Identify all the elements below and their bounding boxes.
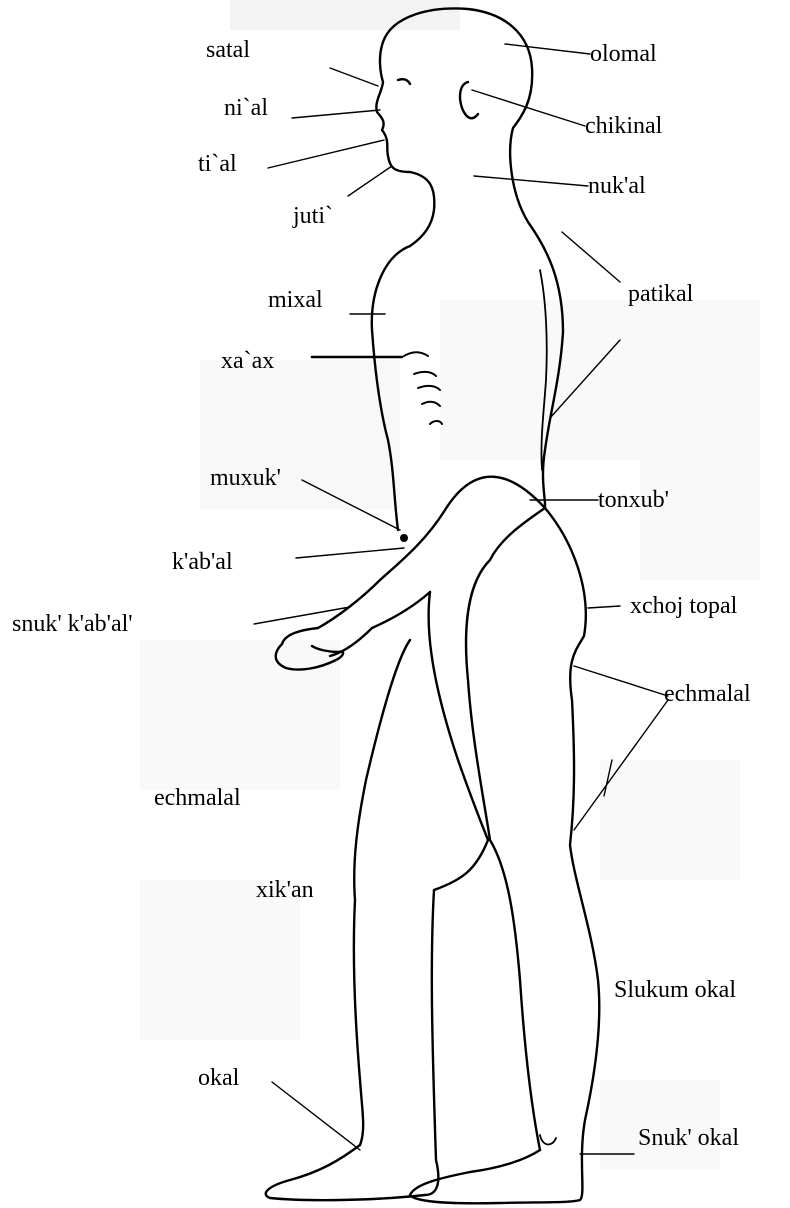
- label-olomal: olomal: [590, 42, 657, 66]
- label-patikal: patikal: [628, 282, 693, 306]
- label-mixal: mixal: [268, 288, 323, 312]
- label-slukum-okal: Slukum okal: [614, 978, 736, 1002]
- ear-outline: [460, 82, 478, 118]
- label-tial: ti`al: [198, 152, 237, 176]
- label-kabal: k'ab'al: [172, 550, 233, 574]
- ankle-mark: [540, 1135, 556, 1144]
- label-tonxub: tonxub': [598, 488, 669, 512]
- label-echmalal-left: echmalal: [154, 786, 241, 810]
- label-xchoj-topal: xchoj topal: [630, 594, 737, 618]
- eye-mark: [398, 79, 410, 84]
- rib-marks: [404, 352, 442, 424]
- front-foot-outline: [266, 1145, 425, 1200]
- label-nukal: nuk'al: [588, 174, 646, 198]
- face-profile-outline: [376, 42, 434, 246]
- rear-leg-front-outline: [466, 508, 545, 1150]
- front-leg-back-outline: [354, 640, 410, 1145]
- navel-mark: [400, 534, 408, 542]
- label-xaax: xa`ax: [221, 349, 274, 373]
- label-okal: okal: [198, 1066, 239, 1090]
- rear-leg-back-outline: [545, 508, 599, 1200]
- label-echmalal-right: echmalal: [664, 682, 751, 706]
- label-satal: satal: [206, 38, 250, 62]
- arm-lower-outline: [330, 592, 430, 656]
- label-xikan: xik'an: [256, 878, 314, 902]
- front-leg-outline: [425, 592, 488, 1195]
- label-muxuk: muxuk': [210, 466, 281, 490]
- label-snuk-okal: Snuk' okal: [638, 1126, 739, 1150]
- label-nial: ni`al: [224, 96, 268, 120]
- label-snuk-kabal: snuk' k'ab'al': [12, 612, 133, 636]
- label-chikinal: chikinal: [585, 114, 662, 138]
- label-juti: juti`: [293, 204, 333, 228]
